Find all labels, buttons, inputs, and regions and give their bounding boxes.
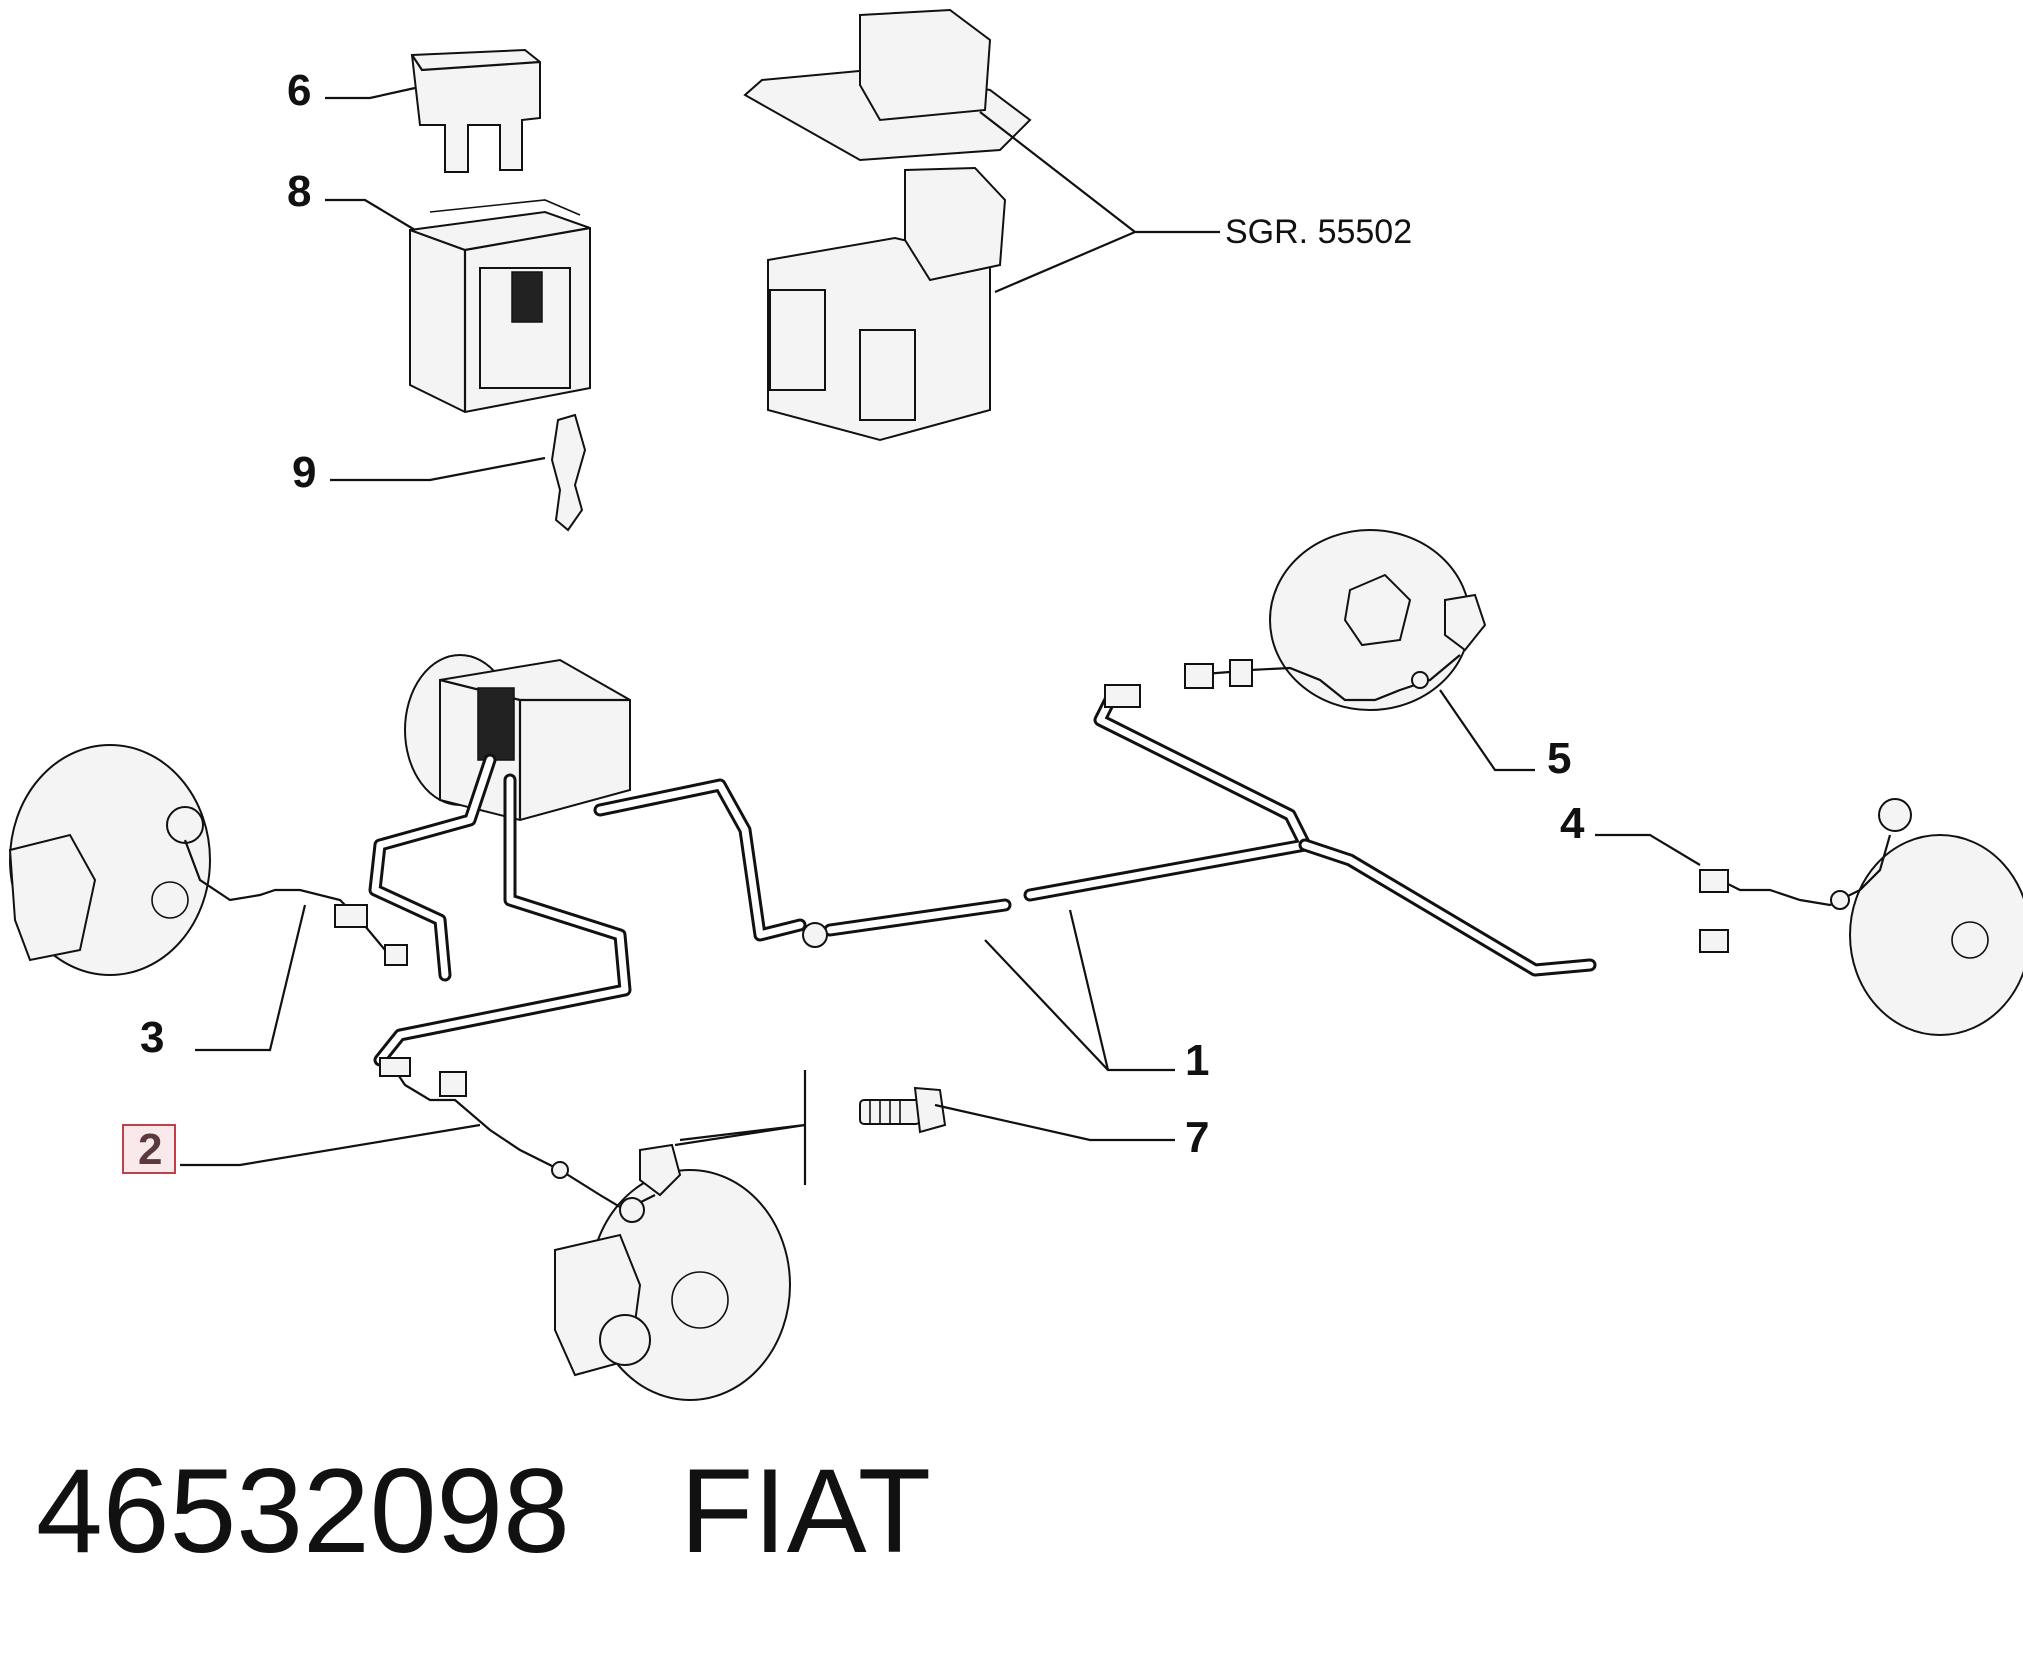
callout-2[interactable]: 2 [138,1125,162,1174]
callout-7: 7 [1185,1113,1209,1162]
control-box-housing [767,166,1007,442]
relay-part [409,199,591,414]
front-right-wheel-sensor[interactable] [379,1057,682,1223]
bolt-part [859,1086,947,1134]
rear-upper-brake-drum [1269,529,1471,711]
reference-label: SGR. 55502 [1225,213,1412,251]
front-right-brake-disc [554,1169,791,1401]
callout-3: 3 [140,1013,164,1062]
part-number: 46532098 [36,1444,570,1578]
callout-8: 8 [287,167,311,216]
callout-6: 6 [287,66,311,115]
callout-2-highlight-box [122,1124,176,1174]
fuse-part [410,48,541,173]
callout-4: 4 [1560,799,1585,848]
front-left-brake-disc [8,744,211,976]
rear-upper-wheel-sensor [1184,593,1487,702]
callout-1: 1 [1185,1036,1209,1085]
rear-lower-brake-drum [1849,834,2023,1036]
control-box-cover [743,8,1032,162]
leader-lines [180,86,1701,1185]
callout-9: 9 [292,448,316,497]
callout-5: 5 [1547,734,1571,783]
terminal-clip-part [550,413,587,532]
abs-hydraulic-unit [404,654,631,822]
brand-label: FIAT [680,1444,931,1578]
front-left-wheel-sensor [166,806,408,966]
rear-lower-wheel-sensor [1699,798,1912,953]
callout-labels: 6 8 9 SGR. 55502 5 4 3 1 2 7 [122,66,1585,1174]
brake-pipe-network [368,684,1597,1067]
